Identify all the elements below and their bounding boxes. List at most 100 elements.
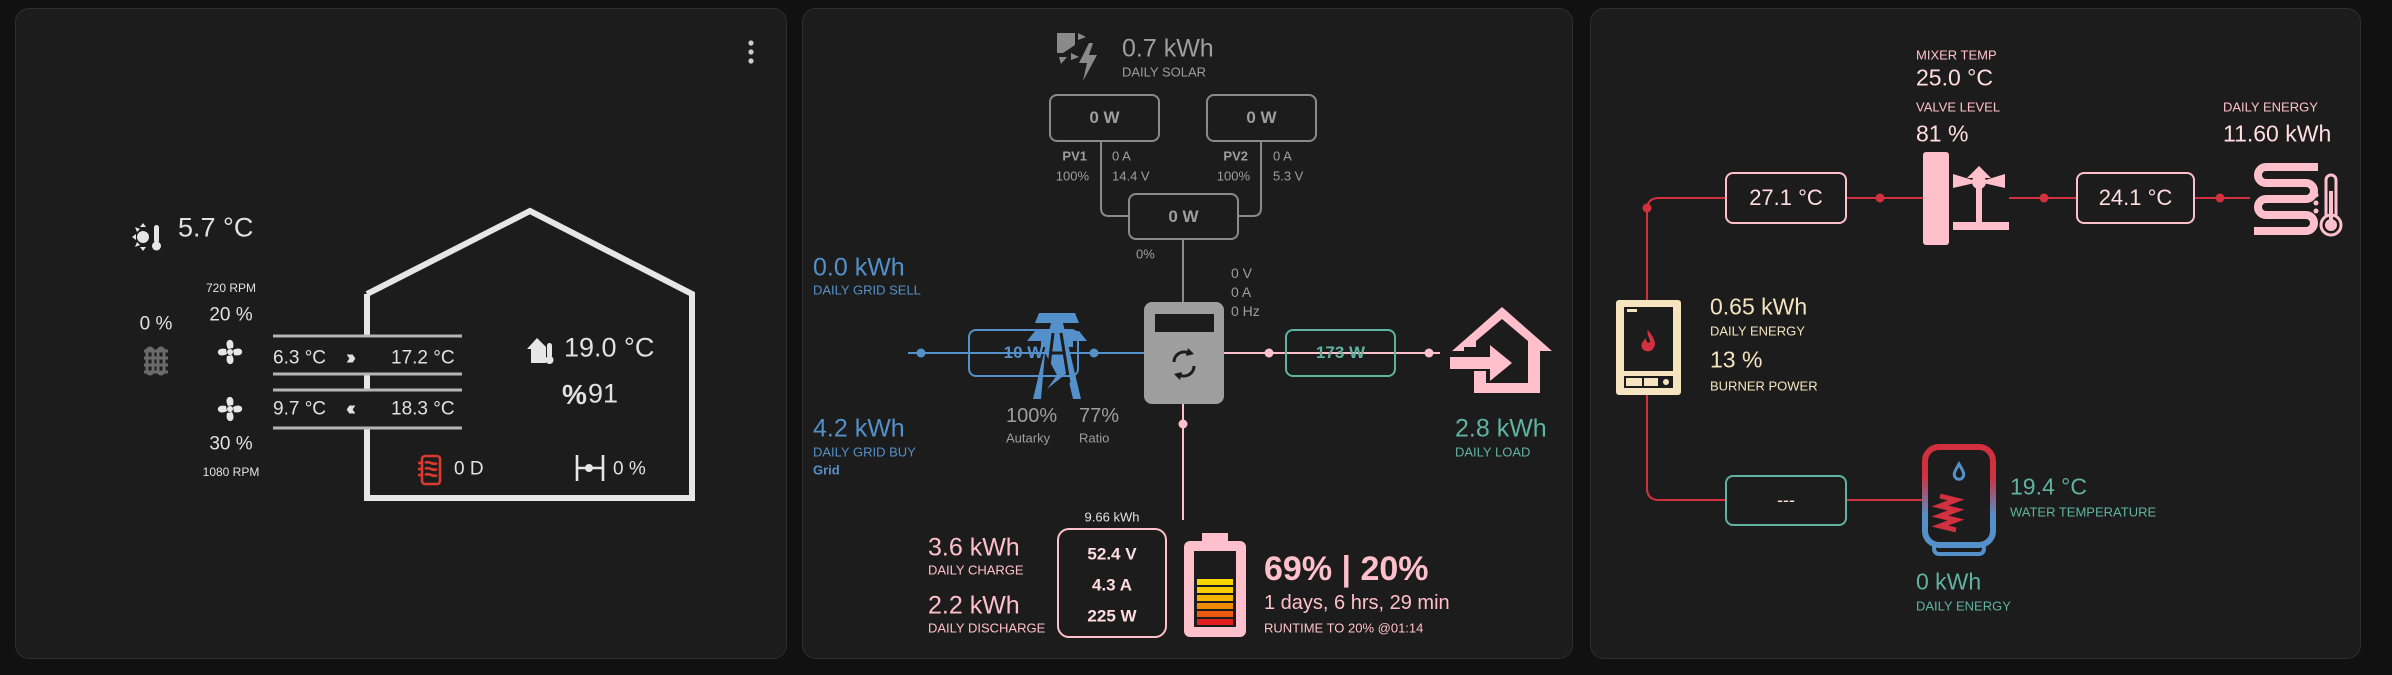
daily-charge-value: 3.6 kWh bbox=[928, 533, 1020, 562]
boiler-energy-value: 0.65 kWh bbox=[1710, 293, 1808, 320]
daily-load-label: DAILY LOAD bbox=[1455, 444, 1531, 460]
valve-level-label: VALVE LEVEL bbox=[1916, 99, 2001, 115]
humidity-icon: % bbox=[562, 379, 587, 410]
bypass-percent: 0 % bbox=[613, 458, 646, 480]
battery-level-bars bbox=[1197, 579, 1233, 625]
preheater-percent: 0 % bbox=[139, 313, 173, 335]
circuit-temp: 24.1 °C bbox=[2098, 185, 2173, 210]
autarky-label: Autarky bbox=[1006, 430, 1051, 446]
load-power-box[interactable]: 173 W bbox=[1285, 329, 1396, 377]
exhaust-fan-rpm: 1080 RPM bbox=[202, 465, 260, 479]
battery-capacity: 9.66 kWh bbox=[1084, 509, 1140, 525]
battery-level-bar bbox=[1197, 595, 1233, 601]
solar-panel-icon bbox=[1057, 33, 1097, 81]
grid-power: 10 W bbox=[1003, 343, 1044, 362]
outdoor-thermometer-icon bbox=[132, 223, 161, 251]
battery-power: 225 W bbox=[1087, 606, 1137, 626]
pv1-power-box[interactable]: 0 W bbox=[1049, 94, 1160, 142]
supply-air-temp: 17.2 °C bbox=[391, 347, 455, 369]
daily-discharge-value: 2.2 kWh bbox=[928, 591, 1020, 620]
circuit-temp-box[interactable]: 24.1 °C bbox=[2076, 172, 2195, 224]
dots-vertical-icon bbox=[748, 40, 754, 64]
autarky-value: 100% bbox=[1006, 405, 1058, 427]
energy-flow-card: 0.7 kWh DAILY SOLAR 0 W 0 W PV1 100% 0 A… bbox=[802, 8, 1573, 659]
outdoor-temperature: 5.7 °C bbox=[178, 212, 254, 243]
pv2-name: PV2 bbox=[1223, 148, 1248, 164]
mixing-valve-icon[interactable] bbox=[1923, 152, 2009, 245]
boiler-icon[interactable] bbox=[1616, 300, 1681, 395]
filter-heat-icon bbox=[418, 454, 442, 486]
battery-stats-box[interactable]: 52.4 V 4.3 A 225 W bbox=[1057, 528, 1167, 638]
floor-heating-icon[interactable] bbox=[2250, 161, 2346, 239]
pv2-power: 0 W bbox=[1246, 108, 1277, 127]
exhaust-direction-chevrons-icon: ‹‹‹ bbox=[346, 398, 356, 420]
extract-air-temp: 18.3 °C bbox=[391, 398, 455, 420]
exhaust-fan-percent: 30 % bbox=[209, 433, 253, 455]
daily-solar-value: 0.7 kWh bbox=[1122, 34, 1214, 63]
exhaust-fan-icon[interactable] bbox=[215, 394, 245, 424]
humidity-value: 91 bbox=[588, 378, 619, 409]
pv-total-box[interactable]: 0 W bbox=[1128, 193, 1239, 240]
battery-level-bar bbox=[1197, 603, 1233, 609]
outdoor-air-temp: 6.3 °C bbox=[273, 347, 327, 369]
more-options-button[interactable] bbox=[744, 39, 758, 65]
pv2-voltage: 5.3 V bbox=[1273, 168, 1304, 184]
grid-name: Grid bbox=[813, 462, 840, 478]
pv-total-percent: 0% bbox=[1136, 246, 1155, 262]
pv1-name: PV1 bbox=[1062, 148, 1087, 164]
house-outline bbox=[273, 207, 695, 501]
dhw-flow-box[interactable]: --- bbox=[1725, 475, 1847, 526]
battery-voltage: 52.4 V bbox=[1087, 544, 1137, 564]
supply-fan-percent: 20 % bbox=[209, 304, 253, 326]
daily-grid-buy-value: 4.2 kWh bbox=[813, 414, 905, 443]
radiator-icon bbox=[144, 346, 168, 376]
dhw-flow: --- bbox=[1777, 490, 1795, 510]
bypass-damper-icon bbox=[575, 455, 605, 481]
pv2-current: 0 A bbox=[1273, 148, 1292, 164]
exhaust-air-temp: 9.7 °C bbox=[273, 398, 327, 420]
indoor-thermometer-icon bbox=[527, 338, 554, 364]
heat-exchanger-duct bbox=[273, 334, 462, 430]
burner-power-value: 13 % bbox=[1710, 346, 1763, 373]
boiler-energy-label: DAILY ENERGY bbox=[1710, 323, 1805, 339]
grid-power-box[interactable]: 10 W bbox=[968, 329, 1079, 377]
daily-discharge-label: DAILY DISCHARGE bbox=[928, 620, 1046, 636]
supply-direction-chevrons-icon: ››› bbox=[346, 347, 356, 369]
home-import-icon[interactable] bbox=[1450, 305, 1554, 395]
battery-soc: 69% | 20% bbox=[1264, 550, 1429, 588]
pv1-current: 0 A bbox=[1112, 148, 1131, 164]
battery-runtime: 1 days, 6 hrs, 29 min bbox=[1264, 592, 1450, 614]
pv1-power: 0 W bbox=[1089, 108, 1120, 127]
flow-lines bbox=[908, 142, 1440, 520]
pv-total-power: 0 W bbox=[1168, 206, 1199, 226]
battery-level-bar bbox=[1197, 619, 1233, 625]
dhw-energy-label: DAILY ENERGY bbox=[1916, 598, 2011, 614]
pv2-percent: 100% bbox=[1216, 168, 1250, 184]
water-tank-icon[interactable] bbox=[1922, 444, 1996, 558]
ventilation-card: 5.7 °C 720 RPM 20 % 30 % 1080 RPM 0 % 6.… bbox=[15, 8, 787, 659]
water-temp-value: 19.4 °C bbox=[2010, 473, 2087, 500]
water-drop-icon bbox=[1952, 460, 1966, 481]
battery-level-bar bbox=[1197, 579, 1233, 585]
indoor-temperature: 19.0 °C bbox=[564, 332, 655, 363]
daily-solar-label: DAILY SOLAR bbox=[1122, 64, 1207, 80]
circuit-energy-label: DAILY ENERGY bbox=[2223, 99, 2318, 115]
ratio-value: 77% bbox=[1079, 405, 1120, 427]
valve-level-value: 81 % bbox=[1916, 120, 1969, 147]
load-power: 173 W bbox=[1315, 343, 1366, 362]
battery-level-bar bbox=[1197, 587, 1233, 593]
pv2-power-box[interactable]: 0 W bbox=[1206, 94, 1317, 142]
battery-runtime-label: RUNTIME TO 20% @01:14 bbox=[1264, 620, 1424, 636]
daily-grid-sell-label: DAILY GRID SELL bbox=[813, 282, 921, 298]
burner-power-label: BURNER POWER bbox=[1710, 378, 1818, 394]
battery-level-bar bbox=[1197, 611, 1233, 617]
supply-fan-icon[interactable] bbox=[215, 337, 245, 367]
pv1-voltage: 14.4 V bbox=[1112, 168, 1150, 184]
inverter-icon[interactable] bbox=[1144, 302, 1224, 404]
flow-temp-box[interactable]: 27.1 °C bbox=[1725, 172, 1847, 224]
circuit-energy-value: 11.60 kWh bbox=[2223, 120, 2332, 147]
battery-icon[interactable] bbox=[1184, 533, 1246, 637]
daily-grid-sell-value: 0.0 kWh bbox=[813, 253, 905, 282]
flame-icon bbox=[1641, 330, 1655, 352]
pv1-percent: 100% bbox=[1055, 168, 1089, 184]
